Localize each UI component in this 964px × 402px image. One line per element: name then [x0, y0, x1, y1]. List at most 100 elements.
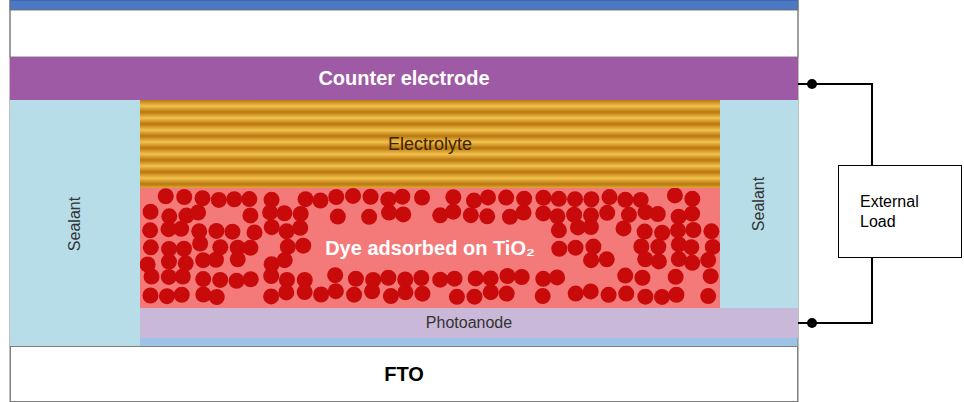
tio2-particle: [549, 208, 565, 224]
top-substrate: [10, 10, 798, 57]
top-glass: [10, 0, 798, 10]
layer-label: Counter electrode: [318, 66, 489, 91]
tio2-particle: [551, 222, 567, 238]
tio2-particle: [276, 205, 292, 221]
tio2-particle: [327, 267, 343, 283]
tio2-particle: [703, 268, 719, 284]
tio2-particle: [703, 223, 719, 239]
tio2-particle: [173, 221, 189, 237]
tio2-particle: [280, 239, 296, 255]
tio2-particle: [617, 192, 633, 208]
tio2-particle: [685, 222, 701, 238]
tio2-particle: [328, 189, 344, 205]
tio2-particle: [700, 288, 716, 304]
tio2-particle: [535, 288, 551, 304]
tio2-particle: [516, 204, 532, 220]
layer-label: Photoanode: [426, 313, 512, 333]
tio2-particle: [413, 270, 429, 286]
external-load-box: External Load: [838, 165, 962, 258]
tio2-particle: [262, 204, 278, 220]
tio2-particle: [161, 269, 177, 285]
tio2-particle: [263, 288, 279, 304]
tio2-particle: [449, 289, 465, 305]
sealant-block: Sealant: [720, 100, 798, 308]
tio2-particle: [667, 187, 683, 203]
tio2-particle: [159, 288, 175, 304]
tio2-particle: [195, 271, 211, 287]
tio2-particle: [313, 286, 329, 302]
tio2-particle: [397, 284, 413, 300]
tio2-particle: [178, 255, 194, 271]
tio2-particle: [363, 189, 379, 205]
tio2-particle: [618, 286, 634, 302]
tio2-particle: [637, 289, 653, 305]
tio2-particle: [483, 284, 499, 300]
tio2-particle: [585, 239, 601, 255]
tio2-particle: [158, 188, 174, 204]
tio2-particle: [583, 219, 599, 235]
tio2-particle: [468, 270, 484, 286]
tio2-particle: [381, 205, 397, 221]
tio2-particle: [617, 268, 633, 284]
layer-label: External Load: [860, 192, 940, 232]
tio2-particle: [637, 224, 653, 240]
photoanode-band: Photoanode: [140, 308, 798, 338]
tio2-particle: [195, 190, 211, 206]
tio2-particle: [293, 206, 309, 222]
tio2-particle: [143, 239, 159, 255]
tio2-particle: [161, 254, 177, 270]
tio2-particle: [637, 251, 653, 267]
tio2-particle: [142, 222, 158, 238]
tio2-particle: [278, 284, 294, 300]
layer-label: Sealant: [65, 197, 85, 251]
tio2-particle: [684, 255, 700, 271]
conductive-film: [140, 338, 798, 346]
tio2-particle: [328, 283, 344, 299]
tio2-particle: [312, 192, 328, 208]
tio2-particle: [295, 238, 311, 254]
wire: [798, 84, 872, 165]
sealant-block: Sealant: [10, 100, 140, 348]
tio2-particle: [230, 251, 246, 267]
tio2-particle: [599, 205, 615, 221]
tio2-particle: [292, 220, 308, 236]
tio2-particle: [174, 287, 190, 303]
tio2-particle: [380, 270, 396, 286]
tio2-particle: [192, 235, 208, 251]
tio2-particle: [514, 269, 530, 285]
tio2-particle: [601, 287, 617, 303]
tio2-particle: [143, 204, 159, 220]
tio2-particle: [654, 225, 670, 241]
tio2-particle: [176, 241, 192, 257]
tio2-particle: [243, 271, 259, 287]
tio2-particle: [176, 189, 192, 205]
tio2-particle: [466, 193, 482, 209]
tio2-particle: [208, 223, 224, 239]
tio2-particle: [190, 204, 206, 220]
layer-label: Sealant: [749, 177, 769, 231]
tio2-particle: [298, 191, 314, 207]
tio2-particle: [345, 188, 361, 204]
tio2-particle: [383, 288, 399, 304]
layer-label: FTO: [384, 362, 424, 387]
tio2-particle: [654, 289, 670, 305]
tio2-particle: [684, 191, 700, 207]
tio2-particle: [549, 269, 565, 285]
tio2-particle: [297, 284, 313, 300]
tio2-particle: [568, 240, 584, 256]
tio2-particle: [445, 189, 461, 205]
tio2-particle: [395, 206, 411, 222]
tio2-particle: [175, 269, 191, 285]
tio2-particle: [348, 271, 364, 287]
tio2-particle: [668, 287, 684, 303]
tio2-particle: [650, 206, 666, 222]
tio2-particle: [499, 286, 515, 302]
wire: [798, 258, 872, 323]
tio2-particle: [684, 206, 700, 222]
tio2-particle: [144, 268, 160, 284]
tio2-particle: [502, 209, 518, 225]
tio2-particle: [224, 224, 240, 240]
tio2-particle: [671, 251, 687, 267]
tio2-particle: [599, 251, 615, 267]
